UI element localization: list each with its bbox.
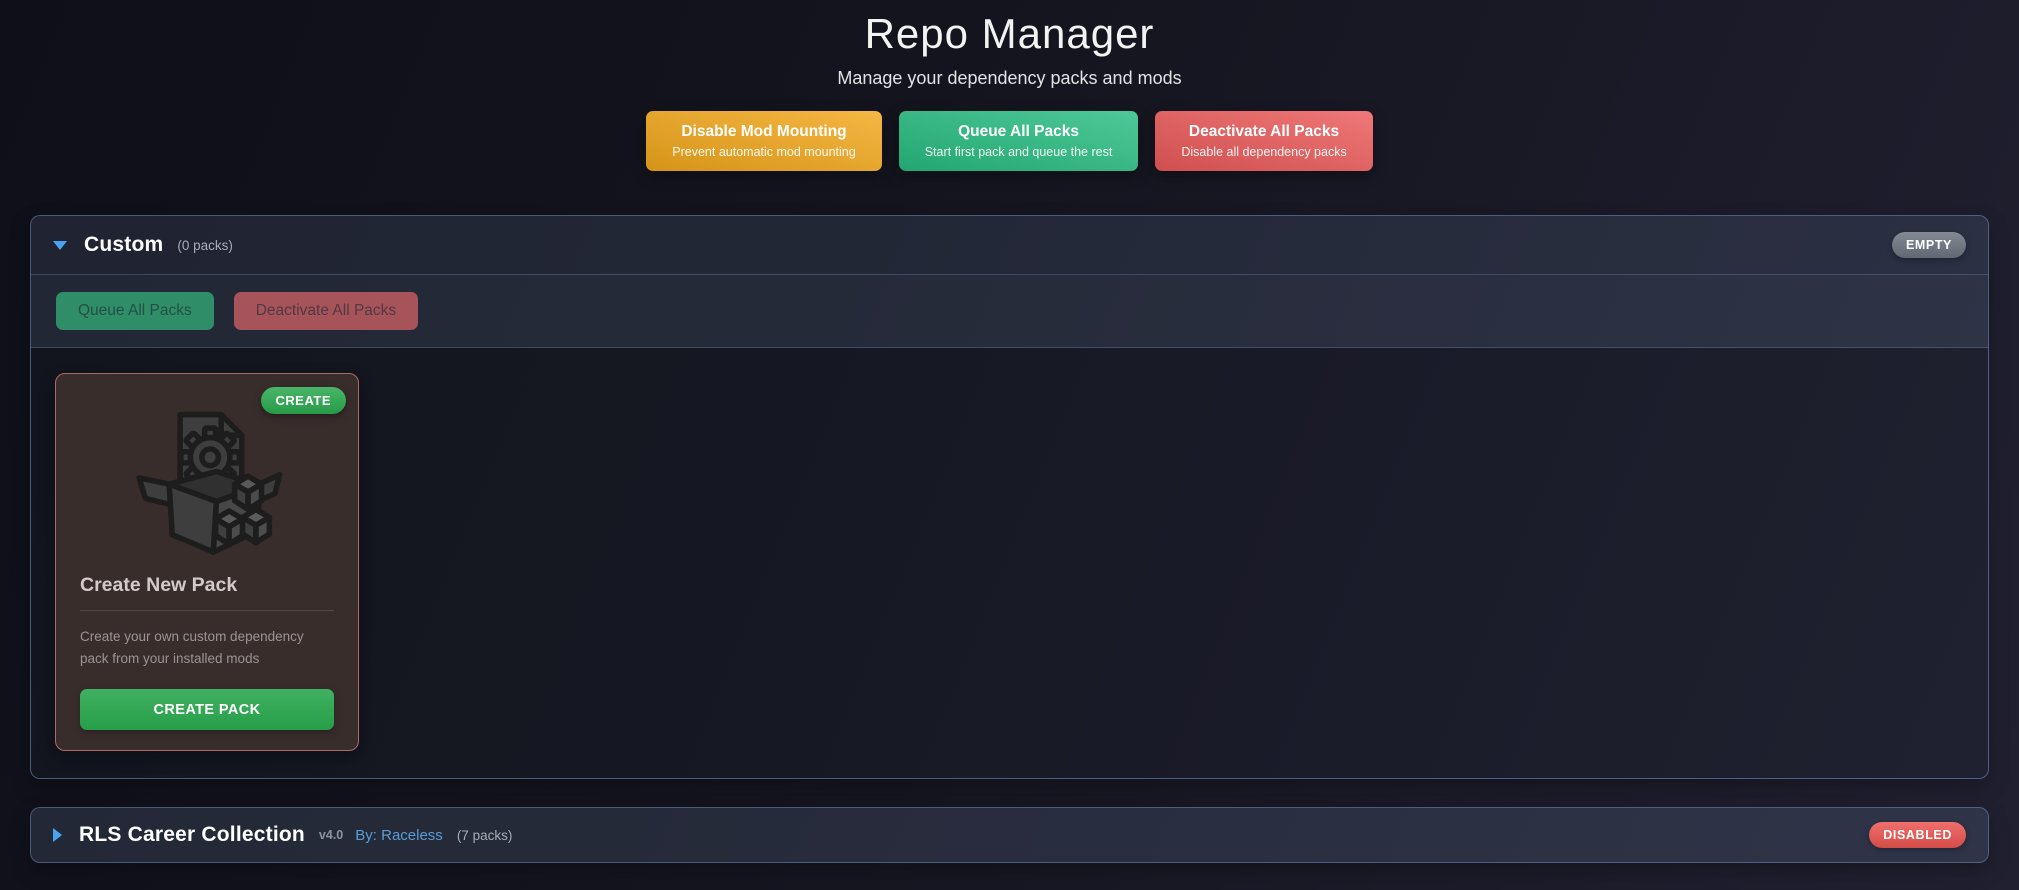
- card-description: Create your own custom dependency pack f…: [80, 629, 304, 666]
- create-pack-button[interactable]: CREATE PACK: [80, 689, 334, 731]
- section-custom-header[interactable]: Custom (0 packs) EMPTY: [31, 216, 1988, 274]
- global-actions: Disable Mod Mounting Prevent automatic m…: [0, 111, 2019, 171]
- page-title: Repo Manager: [864, 10, 1155, 57]
- author-link[interactable]: By: Raceless: [355, 826, 443, 844]
- create-badge: CREATE: [260, 387, 346, 414]
- queue-all-packs-section-button[interactable]: Queue All Packs: [56, 292, 214, 330]
- section-custom-body: CREATE: [31, 348, 1988, 779]
- disable-mod-mounting-button[interactable]: Disable Mod Mounting Prevent automatic m…: [646, 111, 882, 171]
- section-version: v4.0: [318, 828, 344, 843]
- create-pack-card[interactable]: CREATE: [55, 373, 359, 752]
- section-custom: Custom (0 packs) EMPTY Queue All Packs D…: [30, 215, 1989, 780]
- repo-manager-page: Repo Manager Manage your dependency pack…: [0, 0, 2019, 864]
- packs-count: (0 packs): [177, 237, 233, 253]
- section-custom-toolbar: Queue All Packs Deactivate All Packs: [31, 274, 1988, 348]
- card-divider: [80, 610, 334, 611]
- page-subtitle: Manage your dependency packs and mods: [837, 68, 1182, 88]
- section-rls-career-collection: RLS Career Collection v4.0 By: Raceless …: [30, 807, 1989, 864]
- section-rls-header[interactable]: RLS Career Collection v4.0 By: Raceless …: [31, 808, 1988, 863]
- status-badge-disabled: DISABLED: [1869, 822, 1966, 849]
- section-title: Custom: [84, 233, 164, 256]
- action-sublabel: Start first pack and queue the rest: [924, 145, 1113, 159]
- action-sublabel: Disable all dependency packs: [1181, 145, 1347, 159]
- action-label: Disable Mod Mounting: [681, 123, 847, 140]
- chevron-right-icon: [53, 828, 62, 843]
- status-badge-empty: EMPTY: [1891, 232, 1966, 258]
- queue-all-packs-global-button[interactable]: Queue All Packs Start first pack and que…: [898, 111, 1139, 171]
- action-label: Deactivate All Packs: [1188, 123, 1340, 140]
- packs-count: (7 packs): [456, 827, 513, 843]
- package-box-icon: [80, 402, 334, 560]
- chevron-down-icon: [53, 240, 67, 250]
- action-sublabel: Prevent automatic mod mounting: [672, 145, 856, 159]
- deactivate-all-packs-global-button[interactable]: Deactivate All Packs Disable all depende…: [1155, 111, 1373, 171]
- deactivate-all-packs-section-button[interactable]: Deactivate All Packs: [233, 292, 419, 330]
- action-label: Queue All Packs: [958, 123, 1079, 140]
- card-title: Create New Pack: [80, 574, 238, 596]
- section-title: RLS Career Collection: [79, 823, 305, 847]
- header: Repo Manager Manage your dependency pack…: [0, 0, 2019, 171]
